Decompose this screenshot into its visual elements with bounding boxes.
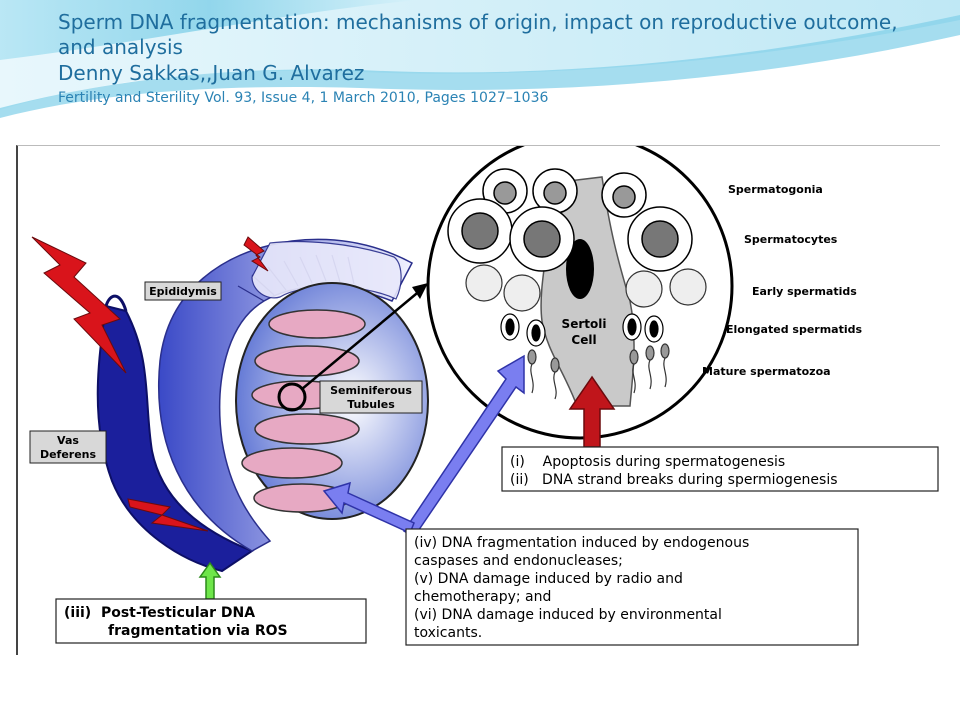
ros-bolt-large [31, 236, 127, 374]
post-testicular-line-1: (iii) Post-Testicular DNA [64, 605, 255, 621]
vas-deferens-label-box [29, 430, 107, 464]
seminiferous-label-box [319, 380, 423, 414]
magnify-pointer-line [301, 288, 423, 390]
early-spermatid-cells [465, 264, 707, 312]
vas-deferens-label-2: Deferens [40, 448, 97, 461]
post-testicular-box [55, 598, 367, 644]
stage-label-spermatocytes: Spermatocytes [744, 233, 838, 246]
paper-citation: Fertility and Sterility Vol. 93, Issue 4… [58, 90, 549, 106]
vas-deferens-label-1: Vas [57, 434, 79, 447]
stage-label-elongated-spermatids: Elongated spermatids [726, 323, 862, 336]
damage-line-2: caspases and endonucleases; [414, 553, 623, 569]
slide-header: Sperm DNA fragmentation: mechanisms of o… [58, 10, 938, 107]
stage-label-early-spermatids: Early spermatids [752, 285, 857, 298]
post-testicular-line-2: fragmentation via ROS [108, 623, 288, 639]
ros-bolt-lower [127, 498, 209, 532]
sperm-dna-diagram: Sertoli Cell Spermatogonia Spermatocytes… [29, 132, 939, 646]
vas-deferens-loop [104, 294, 128, 312]
seminiferous-label-2: Tubules [347, 398, 395, 411]
header-wave-decoration [0, 0, 960, 118]
magnify-pointer-head [412, 283, 428, 299]
damage-line-5: (vi) DNA damage induced by environmental [414, 607, 722, 623]
damage-line-3: (v) DNA damage induced by radio and [414, 571, 683, 587]
elongated-spermatid-cells [500, 313, 664, 347]
damage-line-1: (iv) DNA fragmentation induced by endoge… [414, 535, 749, 551]
sertoli-nucleus [566, 239, 594, 299]
epididymis-label: Epididymis [149, 285, 217, 298]
figure-panel: Sertoli Cell Spermatogonia Spermatocytes… [16, 132, 940, 655]
tubule-highlight-ring [277, 382, 307, 412]
epididymis-label-box [144, 281, 222, 301]
spermatogonia-cells [482, 168, 647, 218]
sertoli-label-2: Cell [571, 333, 596, 347]
apoptosis-box [501, 446, 939, 492]
ros-bolt-top [243, 236, 269, 272]
seminiferous-label-1: Seminiferous [330, 384, 412, 397]
spermatocyte-cells [447, 198, 693, 272]
mature-spermatozoa [527, 343, 670, 400]
epididymis-head [251, 240, 402, 300]
damage-line-4: chemotherapy; and [414, 589, 551, 605]
stage-label-spermatogonia: Spermatogonia [728, 183, 823, 196]
apoptosis-line-1: (i) Apoptosis during spermatogenesis [510, 454, 785, 470]
paper-authors: Denny Sakkas,,Juan G. Alvarez [58, 61, 365, 85]
damage-box [405, 528, 859, 646]
stage-labels: Spermatogonia Spermatocytes Early sperma… [702, 183, 862, 378]
paper-title: Sperm DNA fragmentation: mechanisms of o… [58, 10, 898, 59]
sertoli-label-1: Sertoli [562, 317, 607, 331]
epididymis-body [158, 238, 414, 552]
damage-arrow-to-testis [322, 481, 415, 535]
stage-label-mature-spermatozoa: Mature spermatozoa [702, 365, 831, 378]
seminiferous-tubules [241, 309, 366, 513]
damage-line-6: toxicants. [414, 625, 482, 641]
apoptosis-line-2: (ii) DNA strand breaks during spermiogen… [510, 472, 838, 488]
